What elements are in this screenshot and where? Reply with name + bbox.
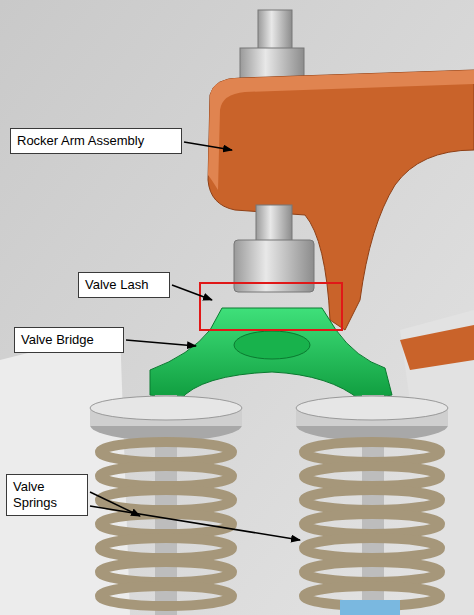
part-label: Valve Bridge (21, 332, 117, 348)
part-label: Rocker Arm Assembly (17, 133, 175, 149)
label-box: Valve Lash (78, 272, 170, 298)
label-box: Rocker Arm Assembly (10, 128, 182, 154)
label-box: Valve Bridge (14, 327, 124, 353)
part-label: Valve Lash (85, 277, 163, 293)
part-label: Valve Springs (13, 479, 81, 511)
label-box: Valve Springs (6, 474, 88, 516)
